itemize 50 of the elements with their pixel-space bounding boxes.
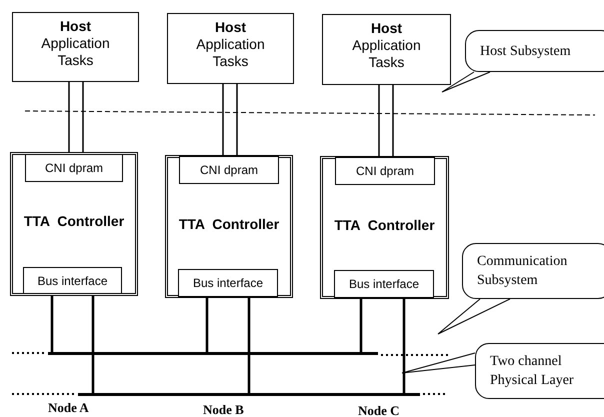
controller-box	[10, 152, 138, 296]
double-line-connector	[378, 84, 394, 158]
module-label: CNI dpram	[356, 163, 414, 180]
box-text: Application Tasks	[351, 37, 422, 71]
bus-line	[78, 393, 420, 396]
callout-text: Two channel Physical Layer	[490, 353, 575, 390]
callout-bubble	[465, 30, 604, 72]
box-title: Host	[214, 19, 248, 36]
callout-pointer	[438, 298, 510, 334]
node-name: Node A	[48, 400, 89, 415]
box-title: Host	[58, 18, 92, 35]
box-text: Application Tasks	[40, 35, 111, 69]
double-line-connector	[68, 81, 84, 155]
module-box	[335, 157, 435, 185]
controller-title: TTA Controller	[22, 212, 126, 231]
controller-title: TTA Controller	[333, 216, 436, 235]
host-box	[322, 14, 451, 85]
module-box	[179, 156, 279, 184]
controller-box	[165, 155, 293, 298]
bus-connector	[360, 298, 362, 353]
bus-connector	[206, 297, 208, 353]
module-label: Bus interface	[348, 276, 420, 293]
callout-bubble	[462, 243, 604, 299]
module-label: CNI dpram	[44, 160, 103, 177]
callout-pointer	[442, 72, 490, 92]
bus-connector	[50, 294, 54, 353]
node-name: Node B	[203, 402, 244, 417]
bus-connector	[248, 297, 250, 394]
module-label: Bus interface	[192, 275, 264, 292]
module-box	[334, 270, 434, 298]
bus-connector	[402, 298, 406, 394]
module-box	[178, 269, 278, 297]
host-box	[167, 13, 294, 84]
box-text: Application Tasks	[195, 36, 266, 70]
double-line-connector	[222, 83, 238, 157]
node-name: Node C	[358, 403, 400, 417]
callout-text: Communication Subsystem	[477, 253, 568, 290]
module-label: Bus interface	[37, 272, 108, 290]
bus-connector	[92, 294, 94, 394]
callout-pointer	[402, 352, 476, 374]
bus-line	[48, 352, 378, 355]
module-box	[25, 154, 123, 182]
callout-bubble	[475, 343, 604, 399]
module-box	[23, 267, 122, 294]
box-title: Host	[370, 20, 404, 37]
controller-title: TTA Controller	[178, 215, 280, 234]
callout-text: Host Subsystem	[480, 42, 571, 60]
host-box	[12, 12, 139, 82]
controller-box	[320, 156, 449, 299]
module-label: CNI dpram	[200, 162, 258, 179]
